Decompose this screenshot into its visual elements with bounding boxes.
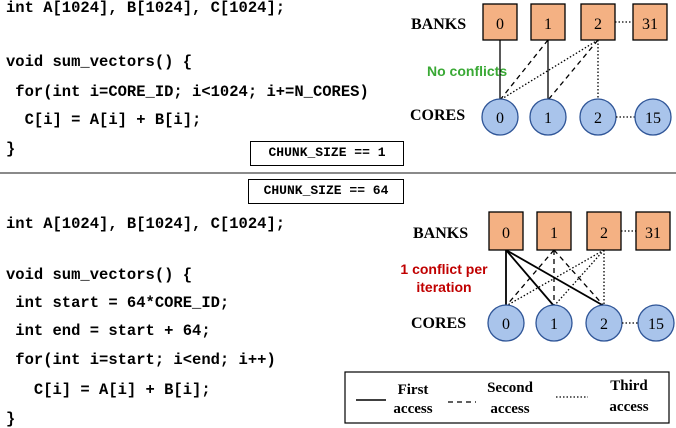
- legend-second-access-line-1: Second: [487, 380, 534, 396]
- bottom-core-1: [535, 304, 573, 342]
- bottom-bank-1: [536, 211, 572, 251]
- top-code-line-2: void sum_vectors() {: [6, 53, 193, 71]
- top-bank-0: [482, 3, 518, 41]
- legend-third-access-line-2: access: [609, 399, 648, 415]
- top-chunk-size-label: CHUNK_SIZE == 1: [250, 141, 404, 166]
- top-core-0-label: 0: [496, 110, 504, 127]
- bottom-banks-label: BANKS: [413, 225, 468, 242]
- legend-box: [344, 371, 670, 424]
- bottom-core-15: [637, 304, 675, 342]
- bottom-bank-2: [586, 211, 622, 251]
- bottom-code-line-6: C[i] = A[i] + B[i];: [6, 381, 211, 399]
- top-core-0: [481, 98, 519, 136]
- top-core-1: [529, 98, 567, 136]
- top-core-15: [634, 98, 672, 136]
- bottom-bank-2-label: 2: [600, 225, 608, 242]
- bottom-second-access-line-2: [553, 249, 605, 307]
- bottom-core-0: [487, 304, 525, 342]
- bottom-core-15-label: 15: [648, 316, 664, 333]
- top-core-15-label: 15: [645, 110, 661, 127]
- top-bank-31-label: 31: [642, 16, 658, 33]
- top-diagram: BANKS CORES No conflicts 0 1 2 31 0 1 2 …: [410, 3, 672, 136]
- top-third-access-line-0: [499, 39, 599, 101]
- top-code-line-1: int A[1024], B[1024], C[1024];: [6, 0, 286, 17]
- bottom-chunk-size-label: CHUNK_SIZE == 64: [248, 179, 404, 204]
- legend-first-access-line-2: access: [393, 401, 432, 417]
- top-bank-2: [580, 3, 616, 41]
- top-cores-label: CORES: [410, 107, 465, 124]
- top-no-conflicts-note: No conflicts: [427, 63, 507, 79]
- bottom-core-0-label: 0: [502, 316, 510, 333]
- panel-divider: [0, 172, 676, 174]
- bottom-conflict-note-line-2: iteration: [416, 279, 471, 295]
- bottom-bank-31: [635, 211, 671, 251]
- top-bank-0-label: 0: [496, 16, 504, 33]
- legend: First access Second access Third access: [344, 371, 670, 424]
- top-core-1-label: 1: [544, 110, 552, 127]
- top-bank-1-label: 1: [544, 16, 552, 33]
- bottom-bank-1-label: 1: [550, 225, 558, 242]
- bottom-bank-0: [488, 211, 524, 251]
- bottom-code-line-2: void sum_vectors() {: [6, 266, 193, 284]
- bottom-core-1-label: 1: [550, 316, 558, 333]
- bottom-cores-label: CORES: [411, 315, 466, 332]
- top-core-2-label: 2: [594, 110, 602, 127]
- top-bank-31: [632, 3, 668, 41]
- top-code-line-4: C[i] = A[i] + B[i];: [6, 111, 202, 129]
- top-code-line-5: }: [6, 140, 16, 158]
- bottom-code-line-1: int A[1024], B[1024], C[1024];: [6, 215, 286, 233]
- bottom-bank-0-label: 0: [502, 225, 510, 242]
- top-bank-1: [530, 3, 566, 41]
- legend-second-access-line-2: access: [490, 401, 529, 417]
- bottom-bank-31-label: 31: [645, 225, 661, 242]
- top-banks-label: BANKS: [411, 16, 466, 33]
- bottom-code-line-5: for(int i=start; i<end; i++): [6, 351, 276, 369]
- legend-first-access-line-1: First: [398, 382, 429, 398]
- top-second-access-line-1: [547, 39, 599, 101]
- bottom-code-line-7: }: [6, 410, 16, 428]
- top-bank-2-label: 2: [594, 16, 602, 33]
- legend-third-access-line-1: Third: [610, 378, 648, 394]
- top-code-line-3: for(int i=CORE_ID; i<1024; i+=N_CORES): [6, 83, 369, 101]
- bottom-diagram: BANKS CORES 1 conflict per iteration 0 1…: [400, 211, 675, 342]
- bottom-core-2-label: 2: [600, 316, 608, 333]
- bottom-second-access-line-0: [505, 249, 555, 307]
- bottom-third-access-line-0: [505, 249, 605, 307]
- top-second-access-line-0: [499, 39, 549, 101]
- bottom-code-line-4: int end = start + 64;: [6, 322, 211, 340]
- bottom-code-line-3: int start = 64*CORE_ID;: [6, 294, 230, 312]
- bottom-conflict-note-line-1: 1 conflict per: [400, 261, 488, 277]
